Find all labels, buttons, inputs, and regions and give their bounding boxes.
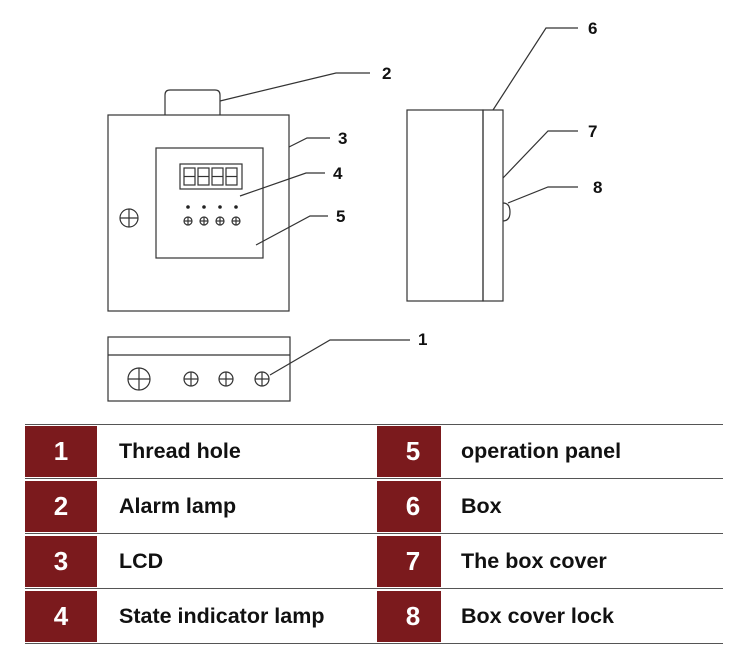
leader-6 — [492, 27, 578, 111]
legend-label: State indicator lamp — [99, 591, 375, 642]
leader-2 — [219, 72, 370, 102]
legend-number: 5 — [377, 426, 449, 477]
leader-5 — [255, 215, 328, 246]
state-indicator-lamps — [186, 205, 238, 209]
legend-label: Thread hole — [99, 426, 375, 477]
operation-panel — [155, 147, 264, 259]
legend-row: 3 LCD 7 The box cover — [25, 536, 723, 587]
legend-number: 7 — [377, 536, 449, 587]
legend-label: Box cover lock — [441, 591, 723, 642]
legend-label: operation panel — [441, 426, 723, 477]
thread-holes — [127, 367, 270, 391]
leader-1 — [269, 339, 410, 376]
alarm-lamp — [164, 89, 221, 115]
panel-buttons — [183, 216, 241, 226]
side-view-box — [406, 109, 484, 302]
legend-number: 6 — [377, 481, 449, 532]
callout-1: 1 — [418, 330, 427, 349]
bottom-view — [107, 336, 291, 402]
legend-number: 1 — [25, 426, 97, 477]
legend-divider — [25, 424, 723, 425]
callout-6: 6 — [588, 19, 597, 38]
leader-4 — [239, 172, 325, 197]
callout-4: 4 — [333, 164, 343, 183]
legend-divider — [25, 643, 723, 644]
leader-3 — [288, 137, 330, 148]
callout-5: 5 — [336, 207, 345, 226]
callout-7: 7 — [588, 122, 597, 141]
legend-row: 2 Alarm lamp 6 Box — [25, 481, 723, 532]
side-screw-icon — [119, 208, 139, 228]
callout-8: 8 — [593, 178, 602, 197]
callout-3: 3 — [338, 129, 347, 148]
front-box — [107, 114, 290, 312]
legend-table: 1 Thread hole 5 operation panel 2 Alarm … — [25, 424, 723, 654]
legend-label: The box cover — [441, 536, 723, 587]
legend-number: 3 — [25, 536, 97, 587]
legend-row: 1 Thread hole 5 operation panel — [25, 426, 723, 477]
leader-8 — [507, 186, 578, 204]
legend-label: LCD — [99, 536, 375, 587]
legend-number: 8 — [377, 591, 449, 642]
legend-divider — [25, 533, 723, 534]
side-view-cover — [482, 109, 504, 302]
legend-row: 4 State indicator lamp 8 Box cover lock — [25, 591, 723, 642]
device-diagram: 1 2 3 4 5 6 7 8 — [107, 19, 602, 402]
legend-label: Alarm lamp — [99, 481, 375, 532]
legend-divider — [25, 478, 723, 479]
legend-label: Box — [441, 481, 723, 532]
leader-7 — [502, 130, 578, 179]
legend-number: 4 — [25, 591, 97, 642]
cover-lock — [502, 202, 511, 222]
callout-2: 2 — [382, 64, 391, 83]
legend-number: 2 — [25, 481, 97, 532]
lcd-display — [179, 163, 243, 190]
legend-divider — [25, 588, 723, 589]
